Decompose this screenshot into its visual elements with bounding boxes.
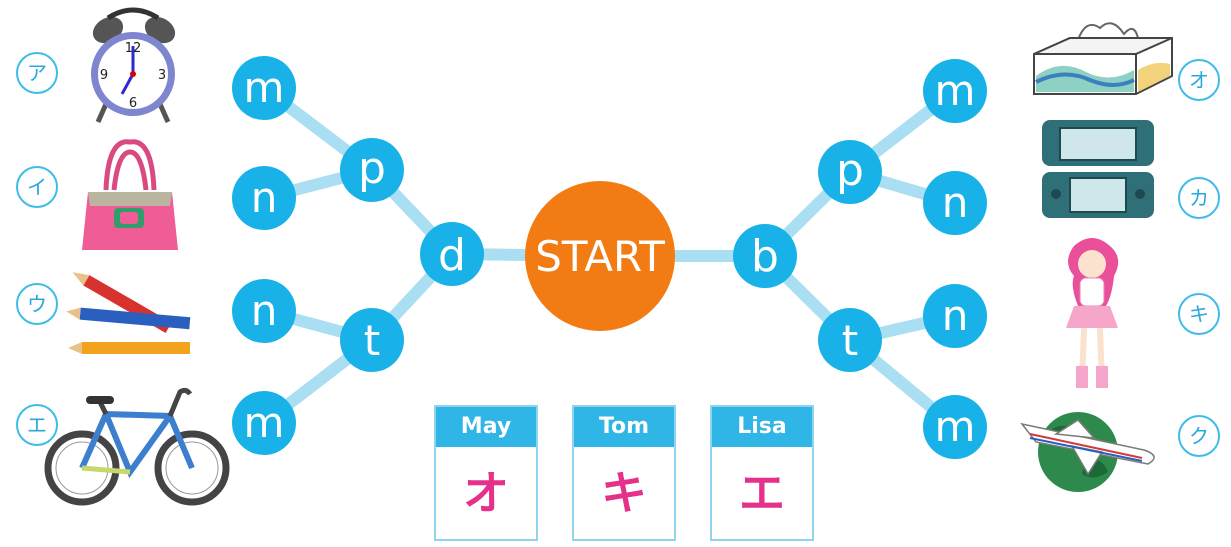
node-left-n-upper: n	[232, 166, 296, 230]
label-ka: カ	[1178, 177, 1220, 219]
airplane-globe-icon	[1020, 412, 1155, 492]
node-right-m-top: m	[923, 59, 987, 123]
handbag-icon	[82, 139, 178, 250]
node-left-n-lower: n	[232, 279, 296, 343]
letter-right-m-bottom: m	[935, 402, 976, 451]
letter-right-t: t	[842, 316, 858, 365]
label-a: ア	[16, 52, 58, 94]
letter-right-p: p	[836, 145, 864, 196]
label-i: イ	[16, 166, 58, 208]
colored-pencils-icon	[66, 272, 191, 354]
card-may: May オ	[434, 405, 538, 541]
letter-left-n-lower: n	[251, 286, 278, 335]
clock-number-9: 9	[100, 68, 108, 83]
label-ku: ク	[1178, 415, 1220, 457]
node-left-m-bottom: m	[232, 391, 296, 455]
node-left-m-top: m	[232, 56, 296, 120]
bicycle-icon	[44, 387, 230, 506]
letter-right-n-upper: n	[942, 178, 969, 227]
letter-right-n-lower: n	[942, 291, 969, 340]
letter-left-m-bottom: m	[244, 398, 285, 447]
card-tom: Tom キ	[572, 405, 676, 541]
letter-left-n-upper: n	[251, 173, 278, 222]
label-e: エ	[16, 404, 58, 446]
letter-left-m-top: m	[244, 63, 285, 112]
card-lisa: Lisa エ	[710, 405, 814, 541]
card-answer-may[interactable]: オ	[463, 466, 509, 520]
node-right-m-bottom: m	[923, 395, 987, 459]
card-name-lisa: Lisa	[712, 407, 812, 447]
alarm-clock-icon: 12 3 6 9	[91, 7, 176, 124]
letter-right-m-top: m	[935, 66, 976, 115]
node-start: START	[525, 181, 675, 331]
node-right-n-upper: n	[923, 171, 987, 235]
letter-left-t: t	[364, 316, 380, 365]
clock-number-6: 6	[129, 96, 137, 111]
label-ki: キ	[1178, 293, 1220, 335]
game-console-icon	[1042, 120, 1154, 218]
node-b: b	[733, 224, 797, 288]
node-right-n-lower: n	[923, 284, 987, 348]
start-label: START	[535, 232, 665, 281]
label-o: オ	[1178, 59, 1220, 101]
anime-girl-icon	[1066, 238, 1119, 388]
letter-left-p: p	[358, 143, 386, 194]
node-right-p: p	[818, 140, 882, 204]
node-left-p: p	[340, 138, 404, 202]
node-left-t: t	[340, 308, 404, 372]
tissue-box-icon	[1033, 22, 1173, 95]
card-name-may: May	[436, 407, 536, 447]
letter-b: b	[751, 231, 779, 282]
node-right-t: t	[818, 308, 882, 372]
clock-number-3: 3	[158, 68, 166, 83]
card-answer-tom[interactable]: キ	[601, 466, 647, 520]
card-answer-lisa[interactable]: エ	[739, 466, 785, 520]
label-u: ウ	[16, 283, 58, 325]
node-d: d	[420, 222, 484, 286]
letter-d: d	[438, 230, 466, 281]
card-name-tom: Tom	[574, 407, 674, 447]
